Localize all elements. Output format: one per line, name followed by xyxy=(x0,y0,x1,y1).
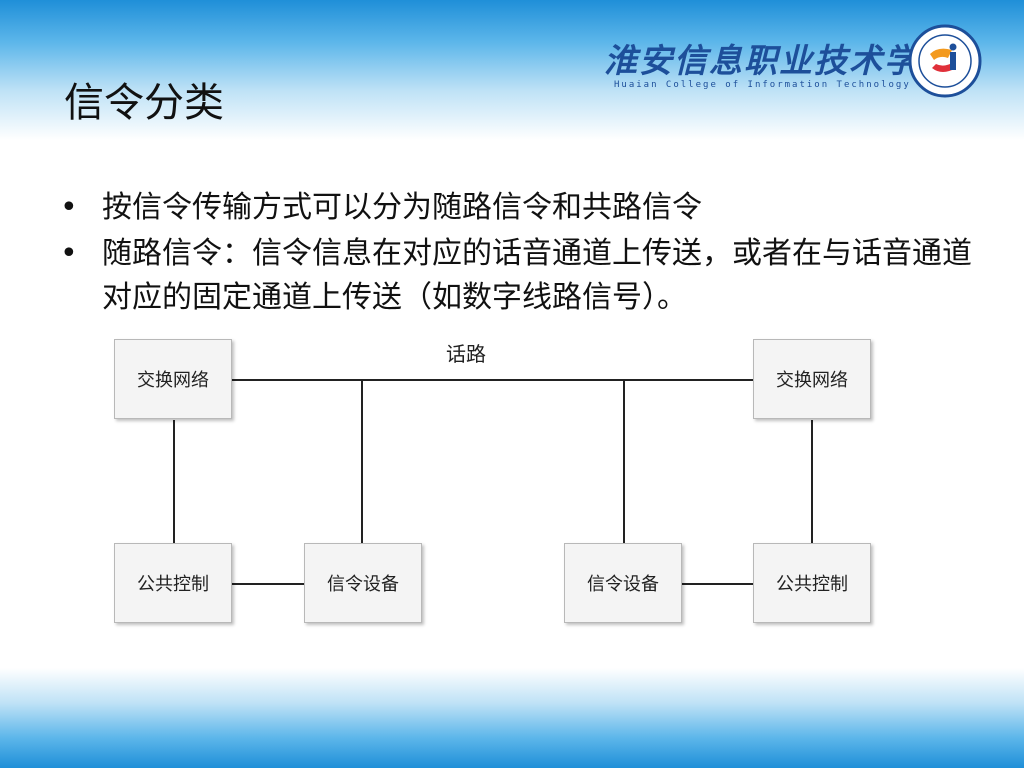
bullet-list: • 按信令传输方式可以分为随路信令和共路信令 • 随路信令：信令信息在对应的话音… xyxy=(60,186,980,322)
college-logo-text: 淮安信息职业技术学院 xyxy=(604,41,954,80)
bullet-text: 按信令传输方式可以分为随路信令和共路信令 xyxy=(102,190,702,225)
left-switching-network-box: 交换网络 xyxy=(114,339,232,419)
bullet-item: • 按信令传输方式可以分为随路信令和共路信令 xyxy=(60,186,980,230)
header-gradient-band xyxy=(0,0,1024,140)
slide-title: 信令分类 xyxy=(64,80,224,126)
right-common-control-box: 公共控制 xyxy=(753,543,871,623)
bullet-item: • 随路信令：信令信息在对应的话音通道上传送，或者在与话音通道对应的固定通道上传… xyxy=(60,232,980,320)
left-common-control-box: 公共控制 xyxy=(114,543,232,623)
right-signaling-device-box: 信令设备 xyxy=(564,543,682,623)
bullet-text: 随路信令：信令信息在对应的话音通道上传送，或者在与话音通道对应的固定通道上传送（… xyxy=(102,236,972,315)
bullet-dot: • xyxy=(60,236,78,271)
footer-gradient-band xyxy=(0,668,1024,768)
college-emblem-icon xyxy=(908,24,982,98)
right-switching-network-box: 交换网络 xyxy=(753,339,871,419)
bullet-dot: • xyxy=(60,190,78,225)
college-logo-english: Huaian College of Information Technology xyxy=(614,80,911,90)
voice-path-label: 话路 xyxy=(446,342,486,366)
left-signaling-device-box: 信令设备 xyxy=(304,543,422,623)
